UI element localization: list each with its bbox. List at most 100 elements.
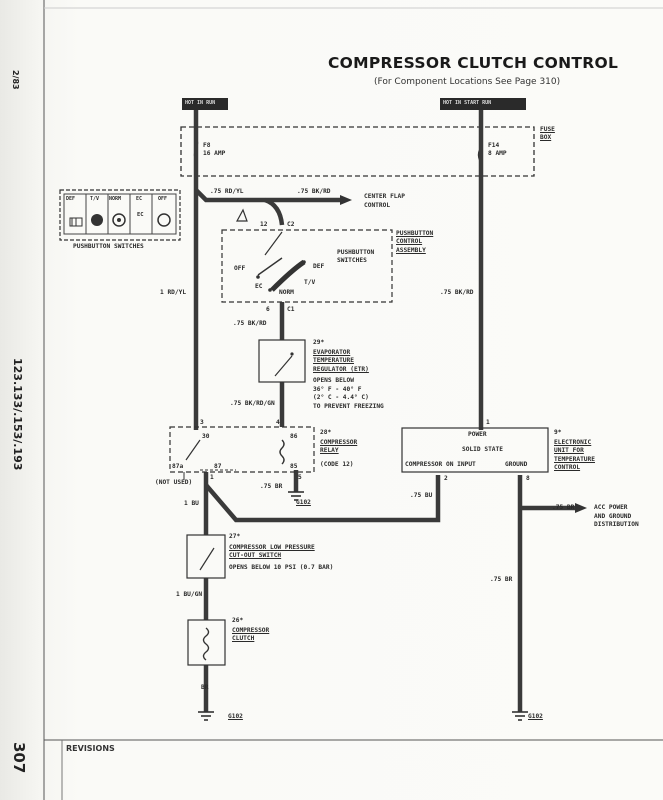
wire-label-rd-yl-main: 1 RD/YL	[160, 289, 187, 296]
etr-note: OPENS BELOW 36° F - 40° F (2° C - 4.4° C…	[313, 377, 384, 411]
lps-ref: 27*	[229, 533, 241, 540]
relay-pin-86: 86	[290, 433, 298, 440]
low-pressure-switch-outline	[186, 534, 226, 579]
wire-label-br-unit: .75 BR	[490, 576, 513, 583]
wire-label-br-relay: .75 BR	[260, 483, 283, 490]
pushbutton-panel-outline	[59, 189, 181, 241]
page-ref: 2/83	[11, 70, 20, 90]
acc-power-arrow	[575, 503, 587, 513]
clutch-ref: 26*	[232, 617, 244, 624]
fuse-f14-label: F14 8 AMP	[488, 142, 507, 158]
page-title: COMPRESSOR CLUTCH CONTROL	[328, 54, 619, 72]
page-subtitle: (For Component Locations See Page 310)	[374, 77, 561, 87]
hot-in-start-run-label: HOT IN START RUN	[443, 100, 492, 106]
wire-label-br-bottom: BR	[201, 684, 209, 691]
norm-icon-center	[117, 218, 121, 222]
fuse-box-outline	[180, 126, 535, 177]
unit-pin-2: 2	[444, 475, 448, 482]
fuse-box-label: FUSE BOX	[540, 126, 555, 142]
relay-pin-30: 30	[202, 433, 210, 440]
hot-in-run-label: HOT IN RUN	[185, 100, 216, 106]
switch-arc	[270, 259, 306, 292]
position-def: DEF	[313, 263, 325, 270]
etr-label: EVAPORATOR TEMPERATURE REGULATOR (ETR)	[313, 349, 369, 373]
page-number: 307	[10, 742, 28, 774]
lps-switch-arm	[199, 547, 215, 571]
relay-ref: 28*	[320, 429, 332, 436]
pb-label-ec: EC	[136, 196, 143, 202]
wire-label-bk-rd-right: .75 BK/RD	[440, 289, 474, 296]
relay-outline	[169, 426, 315, 473]
relay-pin-3: 3	[200, 419, 204, 426]
contact-dot-2	[268, 288, 272, 292]
relay-not-used: (NOT USED)	[155, 479, 193, 486]
wire-label-1-bu: 1 BU	[184, 500, 199, 507]
relay-ground: G102	[296, 499, 311, 506]
hot-in-start-run-tag	[440, 98, 526, 110]
unit-solid-state: SOLID STATE	[462, 446, 503, 453]
pushbutton-inner-label: PUSHBUTTON SWITCHES	[337, 249, 375, 265]
pb-ec-sub: EC	[137, 212, 144, 218]
etr-ref: 29*	[313, 339, 325, 346]
wire-label-bu-gn: 1 BU/GN	[176, 591, 203, 598]
wire-label-bk-rd-top: .75 BK/RD	[297, 188, 331, 195]
switch-arm-top	[264, 231, 283, 256]
position-norm: NORM	[279, 289, 294, 296]
connector-c2: C2	[287, 221, 295, 228]
pin-12-arrow	[235, 208, 248, 222]
clutch-outline	[187, 619, 226, 666]
etr-switch-arm	[274, 355, 293, 377]
electronic-unit-outline	[401, 427, 549, 473]
pb-label-norm: NORM	[109, 196, 122, 202]
unit-pin-1: 1	[486, 419, 490, 426]
pushbutton-switches-caption: PUSHBUTTON SWITCHES	[73, 243, 144, 250]
contact-dot-3	[302, 260, 306, 264]
ground-symbols	[198, 491, 528, 721]
pb-label-def: DEF	[66, 196, 76, 202]
hot-in-run-tag	[182, 98, 228, 110]
pb-label-off: OFF	[158, 196, 168, 202]
unit-compressor-input: COMPRESSOR ON INPUT	[405, 461, 476, 468]
switch-contact-off	[257, 257, 283, 276]
position-off: OFF	[234, 265, 246, 272]
fuse-f8-label: F8 16 AMP	[203, 142, 226, 158]
model-numbers: 123.133/.153/.193	[11, 358, 24, 471]
unit-ref: 9*	[554, 429, 562, 436]
lps-label: COMPRESSOR LOW PRESSURE CUT-OUT SWITCH	[229, 544, 315, 560]
unit-ground: GROUND	[505, 461, 528, 468]
clutch-coil	[202, 627, 210, 661]
wire-label-bk-rd-gn: .75 BK/RD/GN	[230, 400, 275, 407]
pushbutton-assembly-outline	[221, 229, 393, 303]
unit-power: POWER	[468, 431, 487, 438]
relay-label: COMPRESSOR RELAY	[320, 439, 358, 455]
wire-label-075-bu: .75 BU	[410, 492, 433, 499]
wire-harness	[193, 110, 575, 712]
lps-note: OPENS BELOW 10 PSI (0.7 BAR)	[229, 564, 334, 571]
relay-pin-1: 1	[210, 474, 214, 481]
unit-label: ELECTRONIC UNIT FOR TEMPERATURE CONTROL	[554, 439, 595, 472]
center-flap-arrow	[340, 195, 352, 205]
acc-power-label: ACC POWER AND GROUND DISTRIBUTION	[594, 504, 639, 529]
revisions-label: REVISIONS	[66, 744, 115, 753]
contact-dot-1	[256, 275, 260, 279]
relay-pin-87a: 87a	[172, 463, 184, 470]
norm-icon	[112, 213, 126, 227]
relay-pin-87: 87	[214, 463, 222, 470]
relay-pin-5: 5	[298, 474, 302, 481]
wire-label-rd-yl: .75 RD/YL	[210, 188, 244, 195]
fan-icon	[91, 214, 103, 226]
relay-pin-4: 4	[276, 419, 280, 426]
relay-pin-85: 85	[290, 463, 298, 470]
off-icon	[157, 213, 171, 227]
relay-code: (CODE 12)	[320, 461, 354, 468]
position-ec: EC	[255, 283, 263, 290]
relay-coil	[279, 439, 285, 465]
pin-12: 12	[260, 221, 268, 228]
ground-right-label: G102	[528, 713, 543, 720]
wire-label-br-acc: .75 BR	[552, 504, 575, 511]
pb-label-tv: T/V	[90, 196, 100, 202]
pushbutton-assembly-label: PUSHBUTTON CONTROL ASSEMBLY	[396, 230, 434, 254]
position-tv: T/V	[304, 279, 316, 286]
